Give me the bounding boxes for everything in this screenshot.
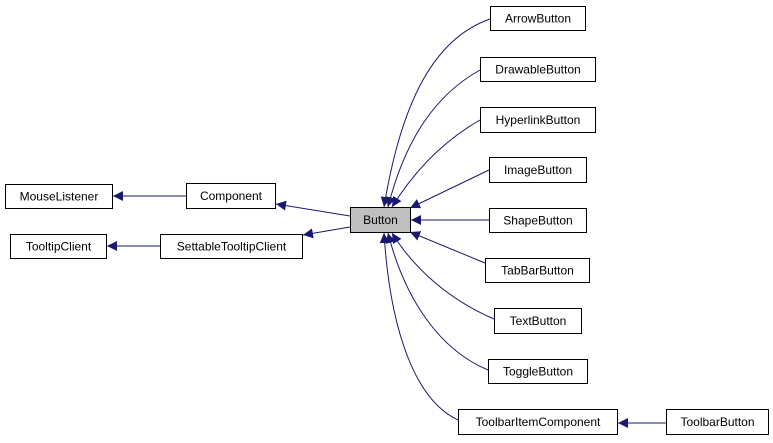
node-textbutton[interactable]: TextButton [494, 308, 582, 334]
node-tooltipclient[interactable]: TooltipClient [10, 234, 107, 259]
node-label: DrawableButton [495, 63, 580, 77]
node-toolbaritemcomponent[interactable]: ToolbarItemComponent [458, 409, 618, 435]
edge-imagebutton-to-button [409, 169, 490, 209]
node-tabbarbutton[interactable]: TabBarButton [485, 258, 590, 283]
node-settabletooltipclient[interactable]: SettableTooltipClient [160, 234, 303, 259]
node-label: ToggleButton [503, 365, 573, 379]
node-label: ImageButton [504, 163, 572, 177]
node-label: TabBarButton [501, 264, 574, 278]
edge-toolbaritemcomponent-to-button [379, 232, 459, 421]
inheritance-arrows [107, 18, 666, 428]
edge-arrowbutton-to-button [380, 18, 491, 208]
node-hyperlinkbutton[interactable]: HyperlinkButton [480, 107, 596, 133]
node-label: ToolbarButton [680, 415, 754, 429]
edge-hyperlinkbutton-to-button [391, 119, 481, 208]
node-shapebutton[interactable]: ShapeButton [489, 208, 587, 233]
node-label: TextButton [510, 314, 567, 328]
node-mouselistener[interactable]: MouseListener [5, 184, 113, 209]
node-label: MouseListener [20, 190, 99, 204]
edge-button-to-settabletooltipclient [302, 226, 351, 239]
node-label: Button [363, 213, 398, 227]
node-label: ArrowButton [505, 12, 571, 26]
node-drawablebutton[interactable]: DrawableButton [480, 57, 596, 82]
edge-textbutton-to-button [391, 232, 495, 320]
edge-tabbarbutton-to-button [409, 231, 486, 264]
node-component[interactable]: Component [186, 183, 276, 209]
node-imagebutton[interactable]: ImageButton [489, 157, 587, 183]
edge-button-to-component [275, 200, 351, 217]
node-label: HyperlinkButton [496, 113, 581, 127]
node-toolbarbutton[interactable]: ToolbarButton [666, 409, 769, 435]
edge-togglebutton-to-button [385, 232, 489, 371]
edge-drawablebutton-to-button [385, 69, 481, 208]
node-togglebutton[interactable]: ToggleButton [488, 359, 588, 384]
node-arrowbutton[interactable]: ArrowButton [490, 6, 586, 31]
node-label: ToolbarItemComponent [476, 415, 601, 429]
node-label: TooltipClient [26, 240, 92, 254]
node-label: Component [200, 189, 263, 203]
node-button[interactable]: Button [350, 207, 411, 233]
node-label: ShapeButton [503, 214, 572, 228]
node-label: SettableTooltipClient [177, 240, 287, 254]
